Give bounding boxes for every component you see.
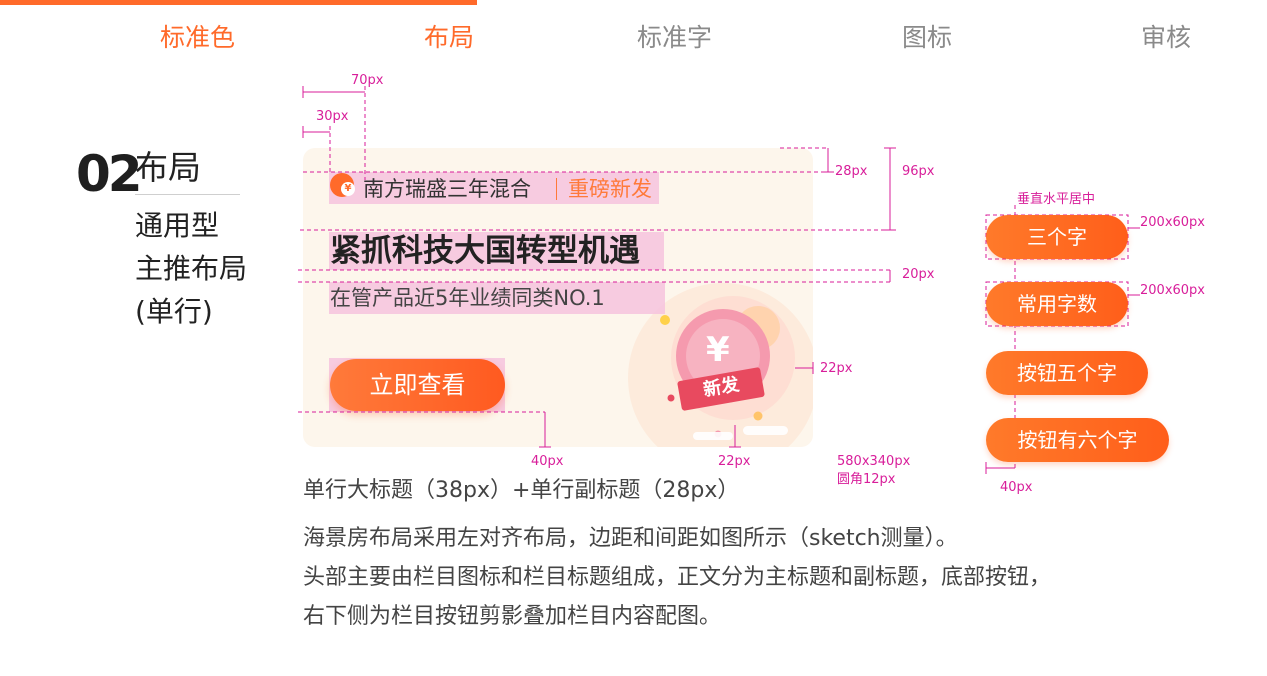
tab-review[interactable]: 审核 bbox=[1141, 23, 1192, 52]
column-tag: 重磅新发 bbox=[568, 177, 652, 201]
button-common-chars[interactable]: 常用字数 bbox=[986, 282, 1128, 326]
view-now-button[interactable]: 立即查看 bbox=[330, 359, 505, 411]
section-subtitle-line: 主推布局 bbox=[135, 252, 248, 285]
measure-center-align: 垂直水平居中 bbox=[1017, 192, 1096, 207]
measure-70px: 70px bbox=[351, 73, 384, 88]
tab-standard-color[interactable]: 标准色 bbox=[160, 23, 236, 52]
measure-30px: 30px bbox=[316, 109, 349, 124]
measure-22px-bottom: 22px bbox=[718, 454, 751, 469]
measure-22px-right: 22px bbox=[820, 361, 853, 376]
measure-btn-size-2: 200x60px bbox=[1140, 283, 1205, 298]
card-title: 紧抓科技大国转型机遇 bbox=[330, 233, 640, 269]
measure-28px: 28px bbox=[835, 164, 868, 179]
section-title: 布局 bbox=[135, 148, 201, 187]
measure-96px: 96px bbox=[902, 164, 935, 179]
tab-icon[interactable]: 图标 bbox=[902, 23, 953, 52]
measure-card-radius: 圆角12px bbox=[837, 472, 896, 487]
section-subtitle-line: 通用型 bbox=[135, 209, 220, 242]
art-cloud bbox=[693, 432, 733, 440]
button-three-chars[interactable]: 三个字 bbox=[986, 215, 1128, 259]
highlight-column-row bbox=[329, 172, 659, 204]
art-cloud bbox=[743, 426, 788, 435]
highlight-title bbox=[329, 232, 664, 270]
active-tab-indicator bbox=[0, 0, 477, 5]
description-line: 海景房布局采用左对齐布局，边距和间距如图所示（sketch测量）。 bbox=[303, 526, 958, 551]
art-ribbon bbox=[677, 367, 765, 411]
button-six-chars[interactable]: 按钮有六个字 bbox=[986, 418, 1169, 462]
column-name: 南方瑞盛三年混合 bbox=[363, 177, 531, 201]
measure-20px: 20px bbox=[902, 267, 935, 282]
card-subtitle: 在管产品近5年业绩同类NO.1 bbox=[330, 286, 605, 310]
measure-btn-gap: 40px bbox=[1000, 480, 1033, 495]
highlight-subtitle bbox=[329, 282, 665, 314]
description-line: 右下侧为栏目按钮剪影叠加栏目内容配图。 bbox=[303, 604, 722, 629]
layout-caption: 单行大标题（38px）+单行副标题（28px） bbox=[303, 478, 740, 503]
section-subtitle-line: (单行) bbox=[135, 295, 213, 328]
description-line: 头部主要由栏目图标和栏目标题组成，正文分为主标题和副标题，底部按钮， bbox=[303, 565, 1052, 590]
tab-standard-font[interactable]: 标准字 bbox=[637, 23, 713, 52]
column-separator bbox=[556, 178, 557, 200]
art-coin-glyph: ¥ bbox=[706, 330, 730, 370]
measure-40px-bottom: 40px bbox=[531, 454, 564, 469]
button-five-chars[interactable]: 按钮五个字 bbox=[986, 351, 1148, 395]
card-illustration bbox=[628, 283, 813, 447]
section-subtitle: 通用型 主推布局 (单行) bbox=[135, 204, 247, 333]
art-dot bbox=[660, 315, 670, 325]
column-icon-glyph: ¥ bbox=[341, 182, 355, 196]
section-divider bbox=[135, 194, 240, 195]
measure-card-size: 580x340px bbox=[837, 454, 911, 469]
art-dot bbox=[753, 411, 763, 421]
measure-btn-size-1: 200x60px bbox=[1140, 215, 1205, 230]
art-dot bbox=[667, 394, 675, 402]
tab-layout[interactable]: 布局 bbox=[424, 23, 475, 52]
section-number: 02 bbox=[76, 145, 143, 203]
